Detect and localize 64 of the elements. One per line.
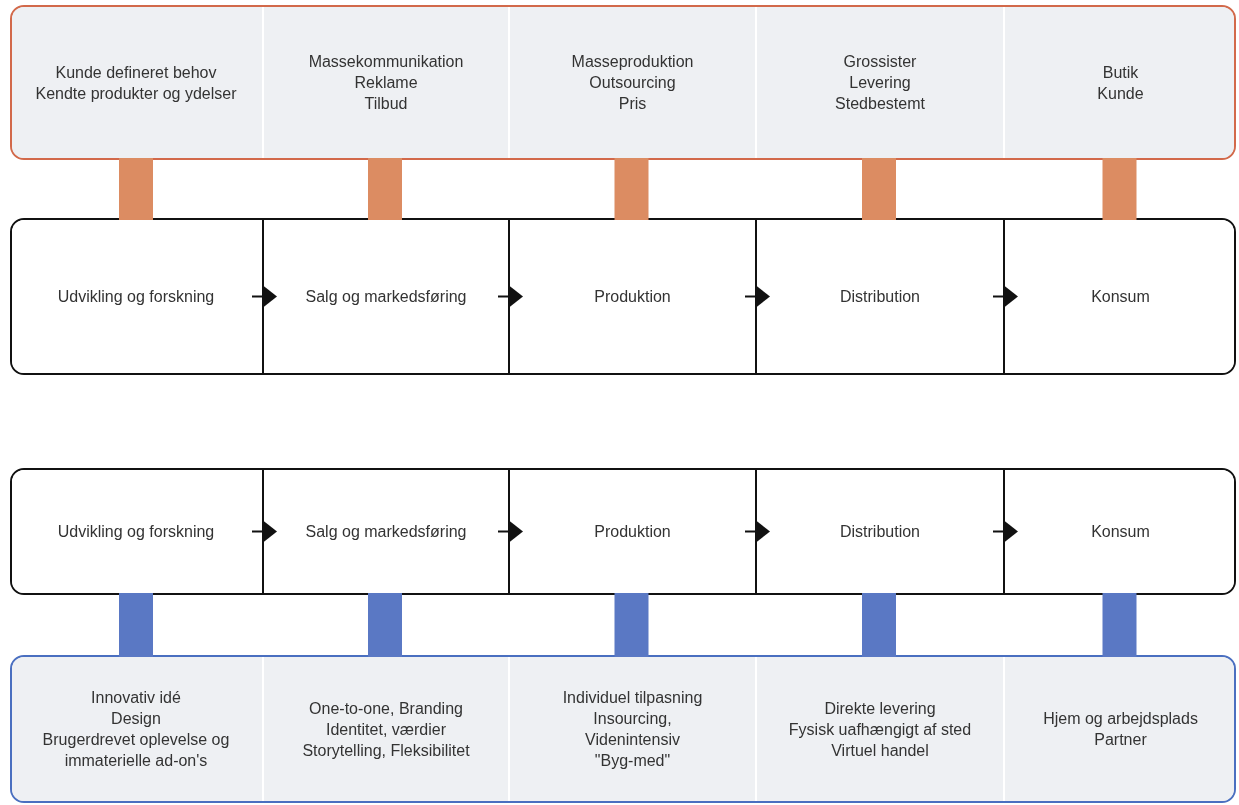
stage-text: Direkte levering (824, 698, 936, 719)
panel (10, 5, 1236, 160)
arrow (251, 520, 277, 543)
panel (10, 655, 1236, 803)
stage-text: Fysisk uafhængigt af sted (788, 719, 972, 740)
stage-box (1003, 470, 1234, 593)
stage-text: Distribution (840, 522, 920, 542)
stage-text: Innovativ idé (91, 688, 181, 708)
connector-bar (1102, 158, 1137, 220)
stage-text: Konsum (1091, 522, 1150, 542)
stage-text: Kendte produkter og ydelser (35, 83, 237, 104)
stage-text: Stedbestemt (835, 94, 925, 114)
stage-text: Outsourcing (589, 73, 676, 93)
stage-text: Grossister (843, 52, 917, 72)
stage-text: Reklame (354, 73, 418, 93)
arrow (744, 285, 770, 308)
arrow (992, 520, 1018, 543)
stage-text: Insourcing, (593, 709, 672, 729)
connector-bar (862, 158, 896, 220)
arrow (992, 285, 1018, 308)
stage-text: Distribution (840, 287, 920, 307)
stage-text: Tilbud (364, 94, 408, 114)
stage-text: Individuel tilpasning (562, 688, 703, 708)
stage-text: Pris (618, 94, 647, 114)
connector-bar (614, 158, 649, 220)
stage-text: "Byg-med" (594, 751, 671, 771)
stage-text: Massekommunikation (308, 52, 464, 72)
connector-bar (862, 593, 896, 657)
stage-text: Produktion (594, 522, 671, 542)
stage-text: Brugerdrevet oplevelse og immaterielle ad-on's (41, 730, 231, 771)
stage-text: Videnintensiv (585, 730, 680, 750)
stage-text: Hjem og arbejdsplads (1043, 709, 1198, 729)
stage-box (1003, 220, 1234, 373)
stage-text: Konsum (1091, 287, 1150, 307)
stage-text: Butik (1102, 62, 1139, 83)
connector-bar (119, 158, 153, 220)
connector-bar (1102, 593, 1137, 657)
panel (10, 218, 1236, 375)
stage-text: Kunde defineret behov (55, 62, 217, 83)
stage-text: Storytelling, Fleksibilitet (302, 740, 470, 761)
connector-bar (119, 593, 153, 657)
stage-text: Identitet, værdier (325, 719, 447, 740)
stage-text: One-to-one, Branding (309, 698, 463, 719)
connector-bar (614, 593, 649, 657)
connector-bar (368, 593, 402, 657)
stage-text: Kunde (1097, 83, 1144, 104)
stage-text: Salg og markedsføring (305, 287, 467, 307)
stage-box (1003, 657, 1234, 801)
stage-text: Masseproduktion (571, 52, 694, 72)
stage-text: Produktion (594, 287, 671, 307)
stage-text: Levering (849, 73, 911, 93)
arrow (497, 285, 523, 308)
connector-bar (368, 158, 402, 220)
arrow (744, 520, 770, 543)
stage-box (1003, 7, 1234, 158)
stage-text: Salg og markedsføring (305, 522, 467, 542)
arrow (497, 520, 523, 543)
stage-text: Design (111, 709, 161, 729)
stage-text: Virtuel handel (831, 740, 929, 761)
panel (10, 468, 1236, 595)
stage-text: Partner (1094, 730, 1147, 750)
stage-text: Udvikling og forskning (57, 522, 215, 542)
arrow (251, 285, 277, 308)
stage-text: Udvikling og forskning (57, 287, 215, 307)
